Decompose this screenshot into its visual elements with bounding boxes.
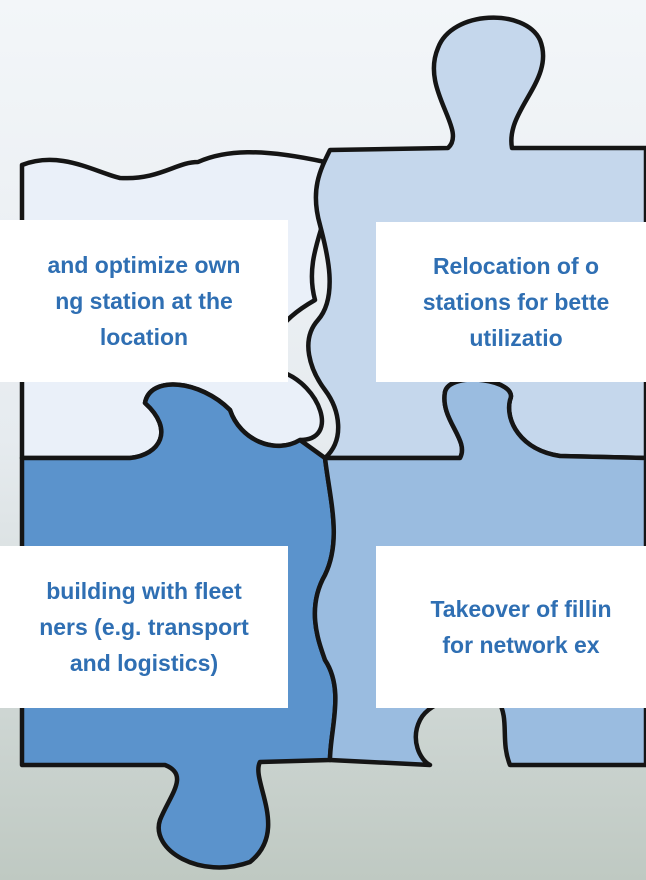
label-top-left-line-2: ng station at the bbox=[55, 288, 233, 314]
label-top-left: and optimize own ng station at the locat… bbox=[0, 220, 288, 382]
label-top-right-line-3: utilizatio bbox=[469, 325, 563, 351]
label-bottom-right-line-2: for network ex bbox=[442, 632, 600, 658]
label-top-right: Relocation of o stations for bette utili… bbox=[376, 222, 646, 382]
label-top-right-line-1: Relocation of o bbox=[432, 253, 600, 279]
label-top-left-line-1: and optimize own bbox=[47, 252, 241, 278]
label-bottom-left-line-3: and logistics) bbox=[69, 650, 219, 676]
label-top-left-line-3: location bbox=[99, 324, 189, 350]
label-bottom-right: Takeover of fillin for network ex bbox=[376, 546, 646, 708]
label-bottom-left-line-1: building with fleet bbox=[46, 578, 242, 604]
label-top-right-line-2: stations for bette bbox=[422, 289, 610, 315]
label-bottom-left: building with fleet ners (e.g. transport… bbox=[0, 546, 288, 708]
label-bottom-right-line-1: Takeover of fillin bbox=[430, 596, 612, 622]
label-bottom-left-line-2: ners (e.g. transport bbox=[39, 614, 249, 640]
